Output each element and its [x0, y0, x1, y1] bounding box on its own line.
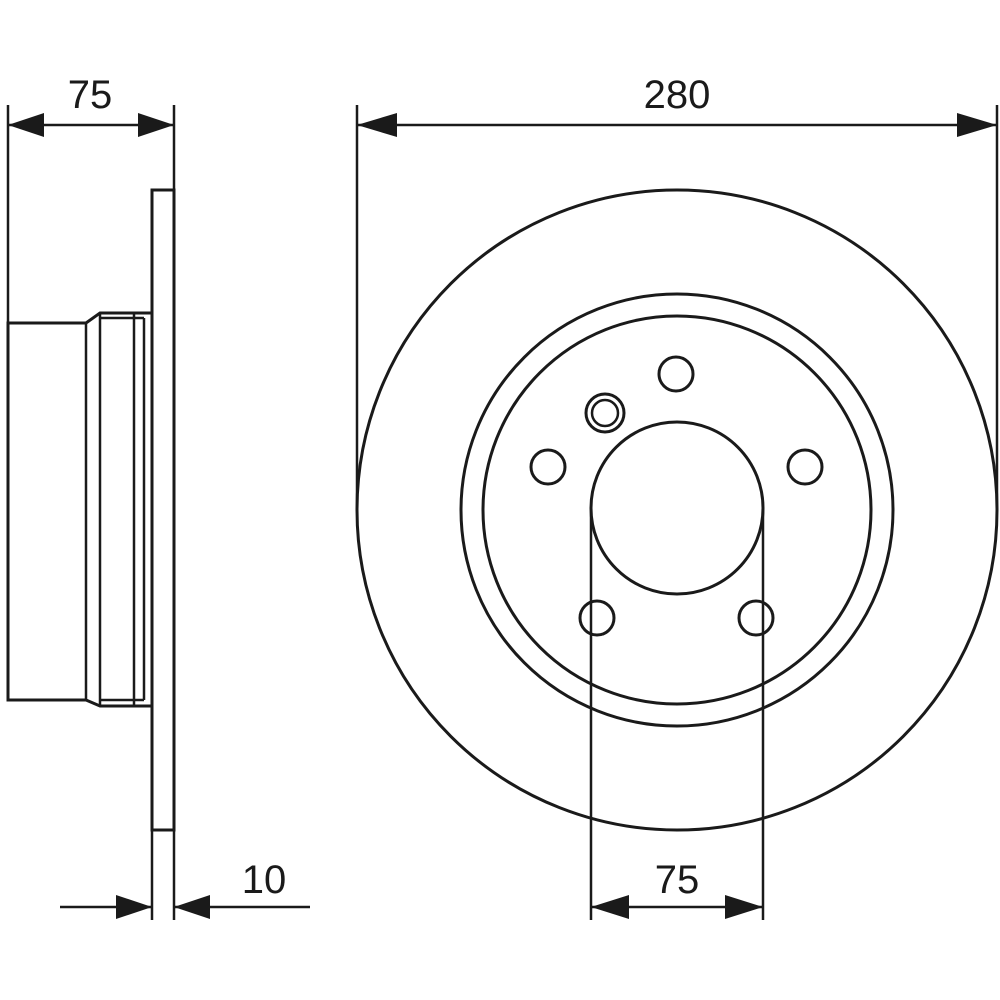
front-outer-edge: [355, 188, 999, 832]
dim-thickness-arrow-right: [174, 895, 210, 919]
dim-diameter-label: 280: [644, 73, 711, 117]
front-hub-inner: [481, 314, 873, 706]
bolt-hole-bottom-left: [578, 599, 616, 637]
front-view: 280 75: [355, 73, 999, 920]
front-hub-outer: [459, 292, 895, 728]
side-view: 75 10: [6, 73, 310, 920]
bolt-hole-bottom-right: [737, 599, 775, 637]
dim-bore-arrow-right: [725, 895, 763, 919]
dim-bore-label: 75: [655, 858, 700, 902]
dim-diameter-arrow-right: [957, 113, 997, 137]
dim-hub-depth-arrow-left: [8, 113, 44, 137]
locating-screw-inner: [590, 398, 620, 428]
side-hub-body: [6, 311, 152, 708]
front-center-bore: [589, 420, 765, 596]
dim-thickness-arrow-left: [116, 895, 152, 919]
bolt-hole-right: [786, 448, 824, 486]
bolt-hole-left: [529, 448, 567, 486]
side-disc-plate: [150, 188, 176, 832]
dim-bore-arrow-left: [591, 895, 629, 919]
dim-hub-depth-arrow-right: [138, 113, 174, 137]
dim-thickness-label: 10: [242, 858, 287, 902]
locating-screw-outer: [584, 392, 626, 434]
dim-hub-depth-label: 75: [68, 73, 113, 117]
bolt-hole-top: [657, 355, 695, 393]
dim-diameter-arrow-left: [357, 113, 397, 137]
